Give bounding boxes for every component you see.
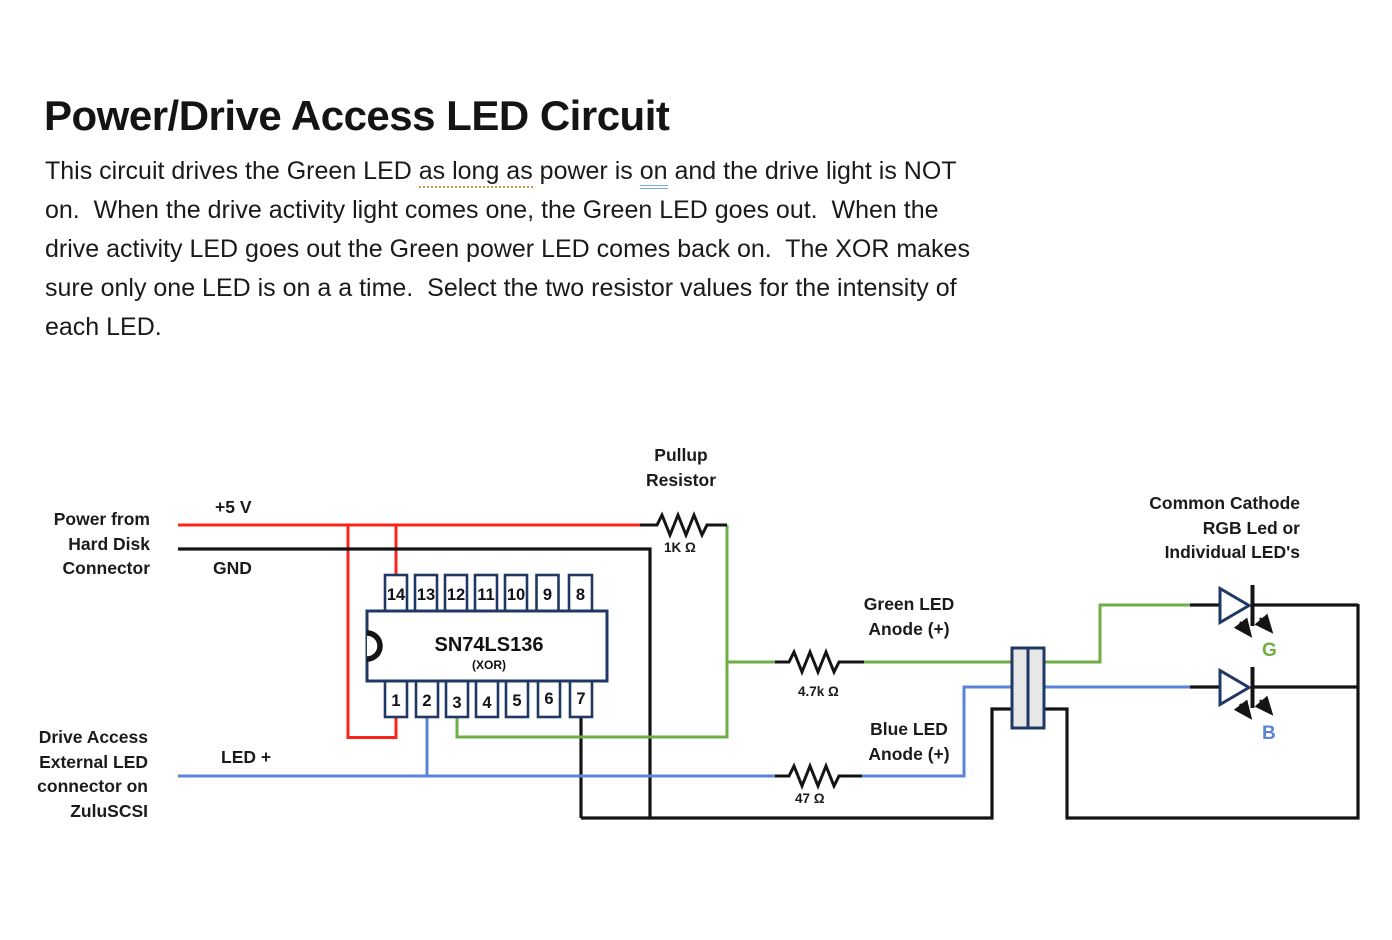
description-paragraph: This circuit drives the Green LED as lon… xyxy=(45,152,970,347)
green-led-symbol xyxy=(1218,585,1274,638)
description-text: power is xyxy=(532,157,640,185)
drive-access-label: Drive Access External LED connector on Z… xyxy=(28,725,148,823)
green-resistor-value: 4.7k Ω xyxy=(798,684,839,699)
pin-number-11: 11 xyxy=(477,586,494,604)
pin-number-9: 9 xyxy=(543,586,552,604)
rail-gnd-label: GND xyxy=(213,558,252,578)
rail-5v-label: +5 V xyxy=(215,497,252,517)
blue-led-anode-label: Blue LED Anode (+) xyxy=(849,717,969,766)
spellcheck-underlined-text: as long as xyxy=(418,157,533,188)
pin-number-2: 2 xyxy=(422,692,431,710)
pin-number-12: 12 xyxy=(447,586,465,604)
pin-number-1: 1 xyxy=(391,692,400,710)
grammar-underlined-text: on xyxy=(639,157,668,189)
drive-access-label-line: Drive Access xyxy=(38,727,148,747)
connector-symbol xyxy=(1010,646,1046,730)
green-led-anode-label-line: Anode (+) xyxy=(868,618,950,639)
page-title: Power/Drive Access LED Circuit xyxy=(44,92,670,139)
drive-access-label-line: External LED xyxy=(39,751,148,772)
pin-number-7: 7 xyxy=(576,690,585,708)
green-led-letter: G xyxy=(1262,640,1277,661)
blue-led-resistor-symbol xyxy=(775,761,862,791)
pin-number-13: 13 xyxy=(417,586,435,604)
pin-number-8: 8 xyxy=(576,586,585,604)
description-line-4: sure only one LED is on a a time. Select… xyxy=(45,274,957,302)
pullup-resistor-label: Pullup Resistor xyxy=(628,443,734,492)
blue-led-anode-label-line: Anode (+) xyxy=(868,743,950,764)
common-cathode-label-line: RGB Led or xyxy=(1202,517,1300,538)
pullup-resistor-symbol xyxy=(640,510,727,540)
wire-xor-output-green xyxy=(455,525,1190,739)
chip-subtitle: (XOR) xyxy=(472,658,506,672)
power-source-label-line: Power from xyxy=(53,509,150,529)
blue-resistor-value: 47 Ω xyxy=(795,791,825,806)
xor-chip: SN74LS136 (XOR) 14 13 12 11 10 9 8 1 2 3… xyxy=(365,573,609,719)
green-led-anode-label: Green LED Anode (+) xyxy=(849,592,969,641)
common-cathode-label-line: Individual LED's xyxy=(1164,542,1300,562)
pin-number-5: 5 xyxy=(512,692,521,710)
blue-led-emission-arrows xyxy=(1233,695,1274,720)
description-line-1: This circuit drives the Green LED as lon… xyxy=(45,152,970,191)
pin-number-14: 14 xyxy=(387,586,406,604)
chip-bottom-pin-boxes xyxy=(383,679,594,719)
wire-led-plus-blue xyxy=(178,685,1190,778)
green-led-emission-arrows xyxy=(1233,613,1274,638)
description-text: and the drive light is NOT xyxy=(667,157,957,185)
blue-led-symbol xyxy=(1218,667,1274,720)
pin-number-4: 4 xyxy=(482,694,492,712)
common-cathode-label-line: Common Cathode xyxy=(1149,493,1300,513)
green-led-anode-label-line: Green LED xyxy=(863,594,955,614)
power-source-label: Power from Hard Disk Connector xyxy=(40,507,150,581)
common-cathode-label: Common Cathode RGB Led or Individual LED… xyxy=(1140,491,1300,565)
pullup-resistor-value: 1K Ω xyxy=(664,540,696,555)
description-line-2: on. When the drive activity light comes … xyxy=(45,196,939,224)
power-source-label-line: Connector xyxy=(62,558,151,578)
blue-led-letter: B xyxy=(1262,723,1276,744)
drive-access-label-line: connector on xyxy=(37,776,148,796)
chip-top-pin-boxes xyxy=(383,573,594,613)
description-line-5: each LED. xyxy=(45,313,162,341)
pullup-resistor-label-line: Resistor xyxy=(645,469,717,490)
pin-number-6: 6 xyxy=(544,690,553,708)
description-text: This circuit drives the Green LED xyxy=(45,157,419,185)
chip-name: SN74LS136 xyxy=(435,634,544,656)
wire-gnd-black xyxy=(178,547,1360,820)
led-plus-label: LED + xyxy=(221,747,272,767)
pin-number-10: 10 xyxy=(507,586,525,604)
chip-body xyxy=(365,609,609,683)
blue-led-anode-label-line: Blue LED xyxy=(870,719,948,739)
pullup-resistor-label-line: Pullup xyxy=(654,445,708,465)
description-line-3: drive activity LED goes out the Green po… xyxy=(45,235,970,263)
power-source-label-line: Hard Disk xyxy=(68,533,150,554)
green-led-resistor-symbol xyxy=(775,647,864,677)
pin-number-3: 3 xyxy=(452,694,461,712)
drive-access-label-line: ZuluSCSI xyxy=(70,800,148,821)
chip-notch xyxy=(366,630,383,662)
